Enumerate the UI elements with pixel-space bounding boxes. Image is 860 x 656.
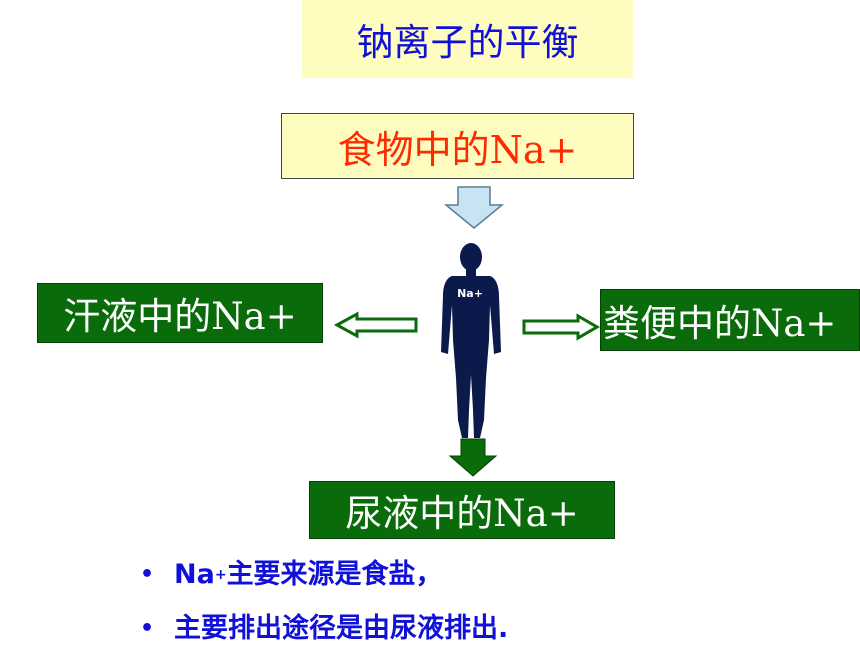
feces-sodium-label: 粪便中的Na+: [603, 302, 837, 345]
bullet-prefix: Na: [174, 559, 215, 590]
urine-sodium-label: 尿液中的Na+: [345, 492, 579, 535]
human-body-icon: [441, 243, 501, 438]
bullet-superscript: +: [214, 567, 227, 583]
sweat-sodium-label: 汗液中的Na+: [63, 295, 297, 338]
body-sodium-label: Na+: [457, 287, 483, 300]
bullet-item: • Na+主要来源是食盐，: [140, 548, 840, 602]
feces-sodium-box: 粪便中的Na+: [600, 289, 860, 351]
food-sodium-box: 食物中的Na+: [281, 113, 634, 179]
title-box: 钠离子的平衡: [302, 0, 633, 78]
down-arrow-icon: [443, 186, 505, 229]
bullet-list: • Na+主要来源是食盐， • 主要排出途径是由尿液排出.: [140, 548, 840, 656]
urine-sodium-box: 尿液中的Na+: [309, 481, 615, 539]
down-arrow-icon: [448, 438, 498, 477]
food-sodium-label: 食物中的Na+: [337, 127, 578, 172]
bullet-text: 主要排出途径是由尿液排出.: [174, 613, 509, 644]
right-arrow-icon: [522, 313, 600, 341]
bullet-dot-icon: •: [140, 562, 155, 587]
bullet-item: • 主要排出途径是由尿液排出.: [140, 602, 840, 656]
bullet-dot-icon: •: [140, 616, 155, 641]
bullet-text: 主要来源是食盐，: [226, 559, 443, 590]
left-arrow-icon: [333, 311, 418, 339]
page-title: 钠离子的平衡: [356, 21, 579, 64]
sweat-sodium-box: 汗液中的Na+: [37, 283, 323, 343]
